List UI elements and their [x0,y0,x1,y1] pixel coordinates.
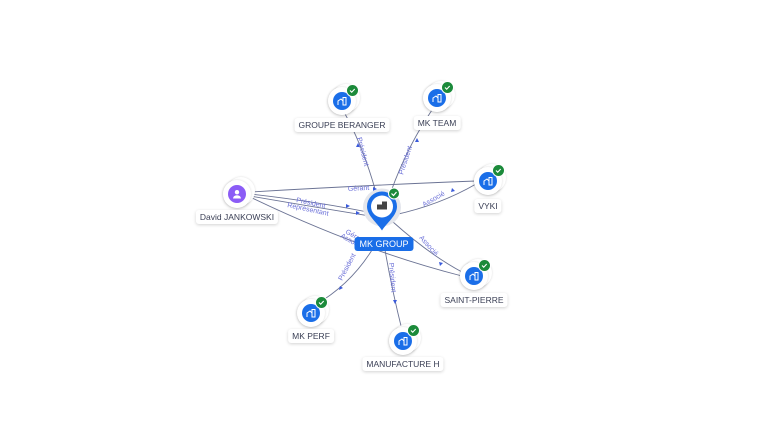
building-icon [479,172,497,190]
building-icon [302,304,320,322]
edge-label: Président [338,252,358,281]
arrow-icon [373,187,377,191]
arrow-icon [451,188,455,192]
building-icon [428,89,446,107]
node-label-manufacture-h[interactable]: MANUFACTURE H [362,357,444,371]
edge-label: Président [387,263,397,293]
verified-badge-icon [388,187,400,200]
edge-arrows [339,138,455,304]
edge-label: Président [398,145,414,175]
node-manufacture-h[interactable] [389,324,421,355]
node-label-vyki[interactable]: VYKI [474,199,502,213]
node-label-david-jankowski[interactable]: David JANKOWSKI [195,210,279,224]
center-node-label[interactable]: MK GROUP [354,237,414,251]
node-saint-pierre[interactable] [460,259,492,290]
node-groupe-beranger[interactable] [328,84,360,115]
arrow-icon [356,143,360,147]
arrow-icon [415,138,419,142]
node-label-mk-team[interactable]: MK TEAM [413,116,461,130]
center-node[interactable] [362,187,402,239]
node-label-mk-perf[interactable]: MK PERF [288,329,334,343]
verified-check-icon [407,324,420,337]
arrow-icon [339,286,343,290]
building-icon [465,267,483,285]
edge-david-mkgroup-representant [249,195,371,217]
verified-check-icon [346,84,359,97]
node-label-groupe-beranger[interactable]: GROUPE BERANGER [294,118,390,132]
edge-label: Associé [418,235,440,258]
edge-label: Gérant [348,185,370,193]
verified-check-icon [441,81,454,94]
edge-mkgroup-manufacture [384,249,403,331]
edge-david-mkgroup-president [249,193,373,214]
verified-check-icon [315,296,328,309]
node-mk-team[interactable] [423,81,455,112]
edge-mkgroup-saintpierre [392,221,463,273]
node-vyki[interactable] [474,164,506,195]
arrow-icon [393,300,397,304]
edge-label: Président [355,137,369,167]
person-icon [228,185,246,203]
node-mk-perf[interactable] [297,296,329,327]
building-icon [333,92,351,110]
building-icon [394,332,412,350]
arrow-icon [439,262,443,266]
arrow-icon [356,211,360,215]
edge-label: Associé [422,190,447,208]
map-pin-icon [363,187,401,231]
verified-check-icon [492,164,505,177]
node-label-saint-pierre[interactable]: SAINT-PIERRE [440,293,508,307]
verified-check-icon [478,259,491,272]
arrow-icon [346,204,350,208]
building-icon [377,204,382,210]
node-david-jankowski[interactable] [223,177,255,208]
edge-david-vyki [249,180,477,193]
edge-mkgroup-vyki [393,183,477,216]
